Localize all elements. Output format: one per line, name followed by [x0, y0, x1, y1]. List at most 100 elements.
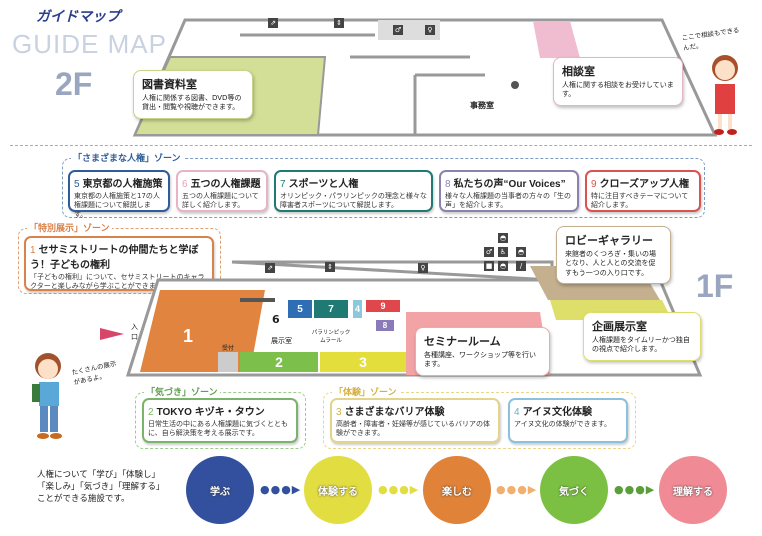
library-title: 図書資料室 — [142, 78, 197, 91]
zone-special-label: 「特別展示」ゾーン — [27, 221, 112, 234]
reception-area — [218, 352, 238, 372]
card-number: 7 — [280, 179, 286, 190]
exhibit-desc: 人権課題をタイムリーかつ独自の視点で紹介します。 — [592, 336, 690, 354]
elevator-icon: ⇕ — [334, 18, 344, 28]
restroom-icon: ♂ — [484, 247, 494, 257]
exhibit-callout[interactable]: 企画展示室 人権課題をタイムリーかつ独自の視点で紹介します。 — [583, 312, 701, 361]
floor-1f-label: 1F — [696, 268, 734, 304]
card-title: 東京都の人権施策 — [82, 179, 163, 190]
card-desc: 「子どもの権利」について、セサミストリートのキャラクターと楽しみながら学ぶことが… — [30, 273, 205, 291]
card-title: クローズアップ人権 — [599, 179, 690, 190]
card-desc: 特に注目すべきテーマについて紹介します。 — [591, 192, 689, 210]
card-title: セサミストリートの仲間たちと学ぼう！子どもの権利 — [30, 245, 199, 271]
elevator-icon: ⇕ — [325, 262, 335, 272]
baby-icon: ◓ — [498, 233, 508, 243]
room-1[interactable]: 1 — [182, 325, 193, 346]
entrance-label: 入口 — [131, 323, 138, 341]
stairs-icon: ⇗ — [268, 18, 278, 28]
card-desc: 高齢者・障害者・妊婦等が感じているバリアの体験ができます。 — [336, 420, 490, 438]
seminar-callout[interactable]: セミナールーム 各種講座、ワークショップ等を行います。 — [415, 327, 550, 376]
card-number: 6 — [182, 179, 188, 190]
card-number: 3 — [336, 407, 342, 418]
girl-character-illustration — [712, 55, 738, 135]
card-title: アイヌ文化体験 — [522, 407, 593, 418]
baby-changing-icon: ◓ — [516, 247, 526, 257]
room-4[interactable]: 4 — [353, 300, 362, 318]
consult-callout[interactable]: 相談室 人権に関する相談をお受けしています。 — [553, 57, 683, 106]
smoking-area-icon: / — [516, 261, 526, 271]
card-desc: 日常生活の中にある人権課題に気づくとともに、自ら解決策を考える展示です。 — [148, 420, 288, 438]
card-number: 4 — [514, 407, 520, 418]
card-number: 5 — [74, 179, 80, 190]
arrow-icon: ●●●▶ — [496, 483, 538, 496]
seminar-title: セミナールーム — [424, 335, 501, 348]
room-6[interactable]: 6 — [272, 313, 280, 326]
card-desc: 五つの人権課題について詳しく紹介します。 — [182, 192, 259, 210]
zone-experience-label: 「体験」ゾーン — [332, 385, 399, 398]
facility-intro: 人権について「学び」「体験し」「楽しみ」「気づき」「理解する」ことができる施設で… — [37, 470, 165, 504]
card-title: 私たちの声“Our Voices” — [453, 179, 566, 190]
lobby-title: ロビーギャラリー — [565, 234, 653, 247]
room-7[interactable]: 7 — [314, 300, 348, 318]
room-2[interactable]: 2 — [240, 352, 318, 372]
consult-room-area — [533, 21, 580, 58]
exhibit-title: 企画展示室 — [592, 320, 647, 333]
womens-restroom-icon: ♀ — [418, 263, 428, 273]
arrow-icon: ●●●▶ — [614, 483, 656, 496]
library-callout[interactable]: 図書資料室 人権に関係する図書、DVD等の貸出・閲覧や視聴ができます。 — [133, 70, 253, 119]
room-1-area — [140, 290, 265, 372]
card-number: 1 — [30, 245, 36, 256]
zone-experience: 「体験」ゾーン — [323, 385, 636, 449]
room-3[interactable]: 3 — [320, 352, 406, 372]
library-desc: 人権に関係する図書、DVD等の貸出・閲覧や視聴ができます。 — [142, 94, 242, 112]
lobby-callout[interactable]: ロビーギャラリー 来館者のくつろぎ・集いの場となり、人と人との交流を促すもう一つ… — [556, 226, 671, 285]
step-enjoy: 楽しむ — [423, 456, 491, 524]
boy-character-illustration — [32, 353, 62, 439]
card-number: 8 — [445, 179, 451, 190]
card-title: TOKYO キヅキ・タウン — [156, 407, 265, 418]
card-number: 2 — [148, 407, 154, 418]
step-understand: 理解する — [659, 456, 727, 524]
card-desc: 様々な人権課題の当事者の方々の「生の声」を紹介します。 — [445, 192, 571, 210]
step-experience: 体験する — [304, 456, 372, 524]
mural-label: パラリンピックムラール — [311, 330, 351, 344]
stairs-icon: ⇗ — [265, 263, 275, 273]
arrow-icon: ●●●▶ — [378, 483, 420, 496]
mens-restroom-icon: ♂ — [393, 25, 403, 35]
reception-label: 受付 — [222, 345, 235, 352]
zone-notice: 「気づき」ゾーン — [135, 385, 306, 449]
step-notice: 気づく — [540, 456, 608, 524]
room-8[interactable]: 8 — [376, 320, 394, 331]
exhibition-room-label: 展示室 — [271, 337, 292, 345]
nursing-room-icon: ◓ — [498, 261, 508, 271]
info-icon — [511, 81, 519, 89]
zone-various-rights: 「さまざまな人権」ゾーン — [62, 151, 705, 218]
guide-map-en-title: GUIDE MAP — [12, 29, 167, 59]
guide-map-title: ガイドマップ — [36, 9, 120, 25]
womens-restroom-icon: ♀ — [425, 25, 435, 35]
room-9[interactable]: 9 — [366, 300, 400, 312]
room-5[interactable]: 5 — [288, 300, 312, 318]
entrance-arrow-icon — [100, 328, 124, 340]
card-desc: アイヌ文化の体験ができます。 — [514, 420, 611, 428]
consult-title: 相談室 — [562, 65, 595, 78]
floor-2f-label: 2F — [55, 66, 93, 102]
arrow-icon: ●●●▶ — [260, 483, 302, 496]
card-number: 9 — [591, 179, 597, 190]
floor-divider — [10, 145, 752, 146]
step-learn: 学ぶ — [186, 456, 254, 524]
card-desc: 東京都の人権施策と17の人権課題について解説します。 — [74, 192, 160, 219]
zone-various-label: 「さまざまな人権」ゾーン — [71, 151, 183, 164]
card-title: さまざまなバリア体験 — [344, 407, 445, 418]
wheelchair-icon: ♿ — [498, 247, 508, 257]
consult-desc: 人権に関する相談をお受けしています。 — [562, 81, 674, 99]
